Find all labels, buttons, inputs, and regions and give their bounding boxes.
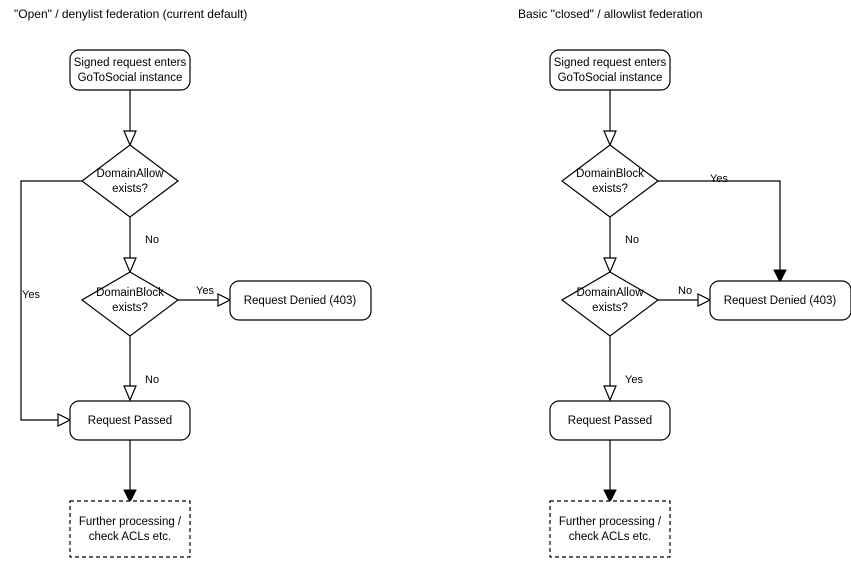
edge-label-decision1-no-left: No xyxy=(145,234,159,246)
denied-label-right: Request Denied (403) xyxy=(724,295,837,307)
entry-label-line2-left: GoToSocial instance xyxy=(78,72,183,84)
arrowhead-open-icon xyxy=(123,385,137,402)
further-label-line1-right: Further processing / xyxy=(559,516,662,528)
edge-label-decision2-yes-right: Yes xyxy=(625,374,643,386)
entry-label-line2-right: GoToSocial instance xyxy=(558,72,663,84)
edge-decision1-no-right: No xyxy=(603,217,639,274)
further-box-shape-left xyxy=(69,500,191,558)
further-label-line1-left: Further processing / xyxy=(79,516,182,528)
edge-passed-to-further-left xyxy=(123,440,137,504)
edge-passed-to-further-right xyxy=(603,440,617,504)
further-label-line2-right: check ACLs etc. xyxy=(569,531,651,543)
arrowhead-open-icon xyxy=(603,130,617,147)
arrowhead-open-icon xyxy=(123,257,137,274)
arrowhead-open-icon xyxy=(603,257,617,274)
node-request-denied-left[interactable]: Request Denied (403) xyxy=(229,280,372,321)
further-box-shape-right xyxy=(549,500,671,558)
node-further-processing-right[interactable]: Further processing / check ACLs etc. xyxy=(549,500,671,558)
edge-label-decision2-yes-left: Yes xyxy=(196,285,214,297)
further-label-line2-left: check ACLs etc. xyxy=(89,531,171,543)
decision2-label-line1-left: DomainBlock xyxy=(96,287,164,299)
edge-entry-to-decision1-right xyxy=(603,90,617,147)
denied-box-shape-left xyxy=(229,280,372,321)
edge-label-decision1-yes-right: Yes xyxy=(710,173,728,185)
arrowhead-open-icon xyxy=(217,293,232,307)
panel-title-closed-allowlist: Basic "closed" / allowlist federation xyxy=(518,7,703,21)
denied-label-left: Request Denied (403) xyxy=(244,295,357,307)
edge-decision2-no-left: No xyxy=(123,336,159,402)
edge-decision2-no-right: No xyxy=(658,285,712,307)
panel-closed-allowlist: Basic "closed" / allowlist federation Si… xyxy=(518,7,851,558)
decision2-label-line1-right: DomainAllow xyxy=(576,287,644,299)
entry-label-line1-left: Signed request enters xyxy=(74,57,187,69)
node-entry-left[interactable]: Signed request enters GoToSocial instanc… xyxy=(69,49,191,91)
decision1-label-line1-left: DomainAllow xyxy=(96,168,164,180)
decision1-label-line1-right: DomainBlock xyxy=(576,168,644,180)
edge-label-decision1-no-right: No xyxy=(625,234,639,246)
node-decision-domainblock-left[interactable]: DomainBlock exists? xyxy=(80,271,180,337)
arrowhead-open-icon xyxy=(603,385,617,402)
edge-decision1-yes-left: Yes xyxy=(20,180,82,427)
edge-decision1-no-left: No xyxy=(123,217,159,274)
edge-decision2-yes-right: Yes xyxy=(603,336,643,402)
decision2-label-line2-left: exists? xyxy=(112,302,148,314)
panel-open-denylist: "Open" / denylist federation (current de… xyxy=(14,7,372,558)
node-decision-domainallow-right[interactable]: DomainAllow exists? xyxy=(560,271,660,337)
edge-entry-to-decision1-left xyxy=(123,90,137,147)
node-request-passed-left[interactable]: Request Passed xyxy=(69,400,191,441)
node-request-denied-right[interactable]: Request Denied (403) xyxy=(709,280,851,321)
node-decision-domainallow-left[interactable]: DomainAllow exists? xyxy=(81,144,179,218)
arrowhead-open-icon xyxy=(697,293,712,307)
decision2-label-line2-right: exists? xyxy=(592,302,628,314)
panel-title-open-denylist: "Open" / denylist federation (current de… xyxy=(14,7,247,21)
node-entry-right[interactable]: Signed request enters GoToSocial instanc… xyxy=(549,49,671,91)
edge-decision2-yes-left: Yes xyxy=(178,285,232,307)
edge-label-decision2-no-left: No xyxy=(145,374,159,386)
edge-label-decision2-no-right: No xyxy=(678,285,692,297)
decision1-label-line2-right: exists? xyxy=(592,183,628,195)
node-request-passed-right[interactable]: Request Passed xyxy=(549,400,671,441)
passed-label-left: Request Passed xyxy=(88,415,172,427)
decision1-label-line2-left: exists? xyxy=(112,183,148,195)
node-decision-domainblock-right[interactable]: DomainBlock exists? xyxy=(561,144,659,218)
edge-decision1-yes-right: Yes xyxy=(658,173,787,284)
arrowhead-filled-icon xyxy=(123,489,137,504)
edge-label-decision1-yes-left: Yes xyxy=(22,289,40,301)
denied-box-shape-right xyxy=(709,280,851,321)
arrowhead-filled-icon xyxy=(773,269,787,284)
decision1-diamond-shape-right xyxy=(561,144,659,218)
passed-label-right: Request Passed xyxy=(568,415,652,427)
arrowhead-filled-icon xyxy=(603,489,617,504)
entry-label-line1-right: Signed request enters xyxy=(554,57,667,69)
node-further-processing-left[interactable]: Further processing / check ACLs etc. xyxy=(69,500,191,558)
arrowhead-open-icon xyxy=(57,413,72,427)
decision1-diamond-shape-left xyxy=(81,144,179,218)
arrowhead-open-icon xyxy=(123,130,137,147)
